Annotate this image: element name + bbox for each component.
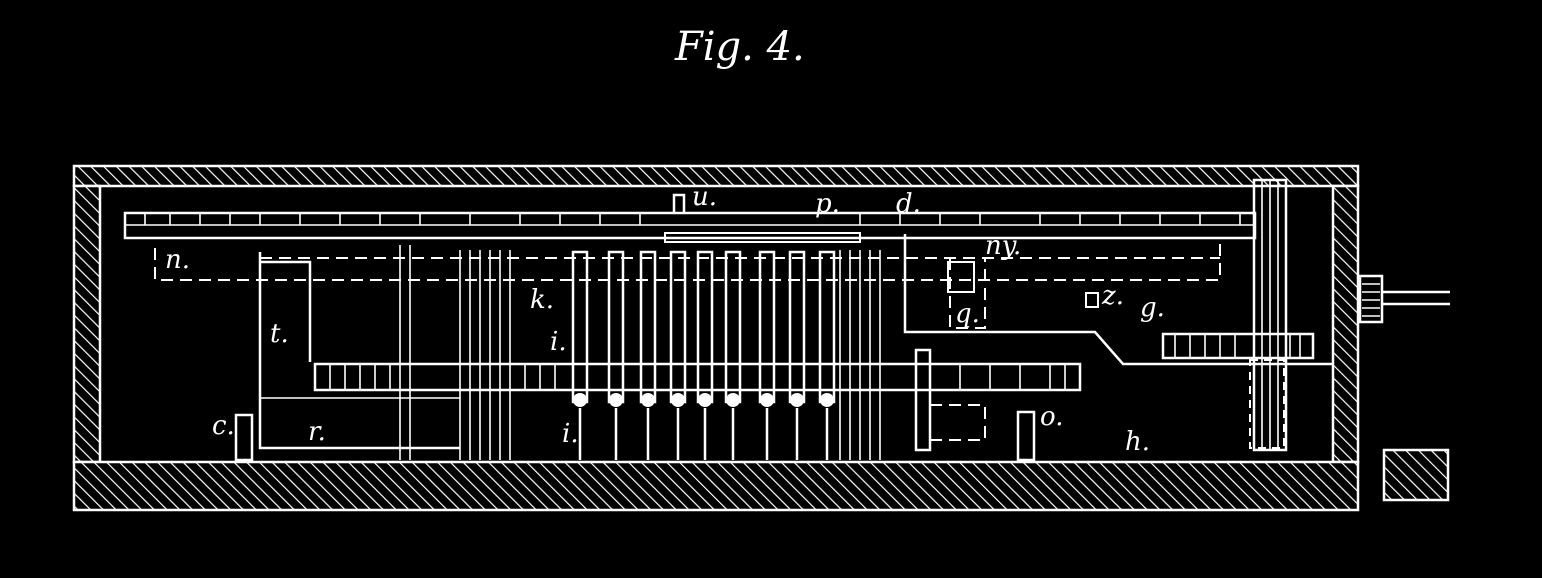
detached-base-block	[1382, 448, 1450, 502]
pin-assembly	[313, 245, 1082, 460]
housing	[72, 164, 1360, 512]
label-p: p.	[815, 189, 840, 219]
post-o	[1016, 410, 1036, 462]
label-h: h.	[1125, 427, 1150, 457]
label-c: c.	[212, 411, 235, 441]
label-r: r.	[308, 417, 326, 447]
external-shaft	[1358, 274, 1450, 324]
top-rail	[123, 193, 1257, 243]
label-i2: i.	[562, 419, 579, 449]
label-z: z.	[1101, 281, 1124, 311]
label-u: u.	[692, 182, 717, 212]
label-i: i.	[550, 327, 567, 357]
label-d: d.	[896, 189, 921, 219]
housing-base	[72, 460, 1360, 512]
pins	[571, 250, 836, 460]
post-c	[234, 413, 254, 462]
frame-t	[258, 252, 460, 450]
rod-n	[154, 240, 1221, 281]
label-q: q.	[955, 299, 980, 329]
label-g: g.	[1140, 293, 1165, 323]
mechanism-g	[903, 234, 1333, 452]
label-o: o.	[1040, 402, 1063, 432]
label-ny: ny.	[985, 231, 1021, 261]
figure-title: Fig. 4.	[674, 24, 805, 70]
label-n: n.	[165, 245, 190, 275]
housing-right-wall	[1331, 184, 1360, 464]
housing-top-wall	[72, 164, 1360, 188]
label-t: t.	[270, 319, 289, 349]
label-k: k.	[530, 285, 554, 315]
right-post	[1249, 178, 1288, 452]
housing-left-wall	[72, 184, 102, 464]
